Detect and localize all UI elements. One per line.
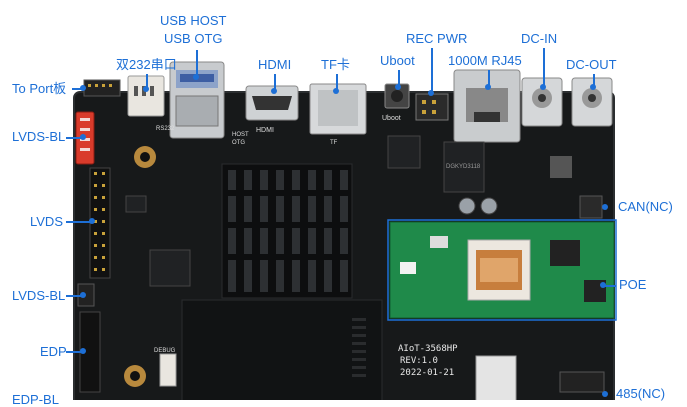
silk-model: AIoT-3568HP — [398, 344, 458, 354]
label-lvds: LVDS — [30, 214, 63, 229]
silk-otg: OTG — [232, 140, 245, 146]
module-white — [475, 355, 517, 400]
callout-dot — [80, 134, 86, 140]
label-rs232: 双232串口 — [116, 57, 177, 72]
label-to-port: To Port板 — [12, 81, 67, 96]
callout-dot — [143, 86, 149, 92]
callout-dot — [428, 90, 434, 96]
label-dc-in: DC-IN — [521, 31, 558, 46]
rs485-connector — [559, 371, 605, 393]
label-usb-host: USB HOST — [160, 13, 227, 28]
chip — [125, 195, 147, 213]
callout-dot — [80, 348, 86, 354]
rec-pwr-header — [415, 93, 449, 121]
callout-dot — [271, 88, 277, 94]
callout-dot — [590, 84, 596, 90]
label-hdmi: HDMI — [258, 57, 292, 72]
label-usb-otg: USB OTG — [164, 31, 223, 46]
silk-chip: DGKYD3118 — [446, 164, 481, 170]
callout-dot — [485, 84, 491, 90]
silk-rs232: RS232 — [156, 126, 175, 132]
label-edp-bl-cut: EDP-BL — [12, 392, 59, 407]
silk-date: 2022-01-21 — [400, 368, 455, 378]
callout-dot — [80, 85, 86, 91]
silk-debug: DEBUG — [154, 348, 176, 354]
label-lvds-bl-bottom: LVDS-BL — [12, 288, 66, 303]
label-edp: EDP — [40, 344, 67, 359]
poe-module — [387, 219, 617, 321]
label-tf: TF卡 — [321, 57, 350, 72]
label-rec-pwr: REC PWR — [406, 31, 468, 46]
callout-dot — [395, 84, 401, 90]
silk-uboot: Uboot — [382, 115, 401, 122]
chip — [387, 135, 421, 169]
can-connector — [579, 195, 603, 219]
callout-dot — [600, 282, 606, 288]
label-dc-out: DC-OUT — [566, 57, 617, 72]
callout-dot — [80, 292, 86, 298]
label-uboot: Uboot — [380, 53, 415, 68]
to-port-header — [83, 79, 121, 97]
callout-dot — [540, 84, 546, 90]
chip — [443, 141, 485, 193]
silk-host: HOST — [232, 132, 249, 138]
callout-dot — [602, 391, 608, 397]
debug-header — [159, 353, 177, 387]
label-rj45: 1000M RJ45 — [448, 53, 522, 68]
heatsink — [221, 163, 353, 299]
chip — [550, 156, 572, 178]
label-can: CAN(NC) — [618, 199, 673, 214]
silk-rev: REV:1.0 — [400, 356, 438, 366]
silk-hdmi: HDMI — [256, 127, 274, 134]
label-lvds-bl-top: LVDS-BL — [12, 129, 66, 144]
label-rs485: 485(NC) — [616, 386, 666, 401]
callout-dot — [193, 74, 199, 80]
silk-tf: TF — [330, 140, 338, 146]
label-poe: POE — [619, 277, 647, 292]
chip — [149, 249, 191, 287]
callout-dot — [602, 204, 608, 210]
callout-dot — [89, 218, 95, 224]
callout-dot — [333, 88, 339, 94]
core-module-area — [181, 299, 383, 400]
